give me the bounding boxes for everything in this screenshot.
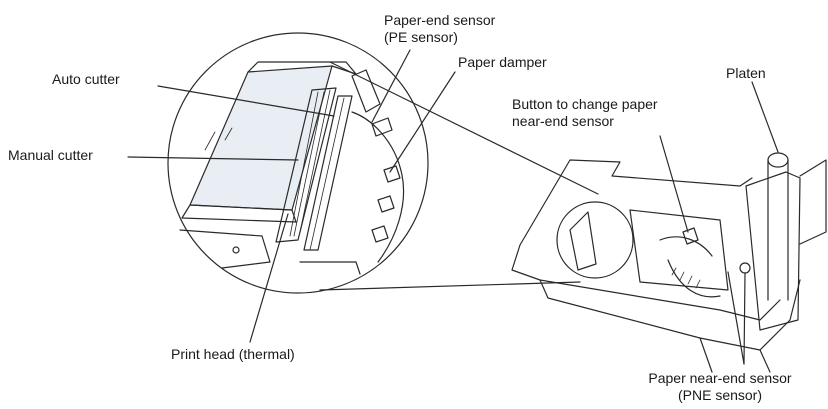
pne-sensor-label-line2: (PNE sensor) (677, 387, 763, 403)
screw-hole (232, 246, 240, 254)
leader-paper-damper (389, 71, 456, 173)
print-head-label: Print head (thermal) (171, 346, 295, 362)
printer-top-edge (519, 159, 753, 246)
leader-change-button (659, 135, 689, 233)
leader-pe-sensor (371, 49, 411, 123)
zoom-line-bottom (319, 281, 581, 291)
pe-sensor-label-line2: (PE sensor) (384, 29, 458, 45)
pe-sensor-label-line1: Paper-end sensor (384, 12, 496, 28)
print-head-edge (309, 97, 345, 251)
platen-frame (745, 171, 801, 331)
pne-sensor-label-line1: Paper near-end sensor (648, 370, 792, 386)
zoom-line-top (329, 61, 599, 195)
pe-sensor-tab (371, 117, 393, 137)
paper-damper-label: Paper damper (458, 54, 547, 70)
gear-arc (667, 259, 721, 298)
auto-cutter-block (275, 87, 337, 243)
pe-sensor-label: Paper-end sensor (PE sensor) (384, 12, 495, 46)
detail-circle-small (556, 201, 634, 279)
manual-cutter-label: Manual cutter (8, 147, 93, 163)
leader-pne-sensor-a (727, 271, 745, 365)
leader-manual-cutter (127, 156, 299, 161)
magnified-detail-view (167, 32, 429, 294)
pne-sensor-knob (739, 262, 751, 274)
platen-cover (799, 159, 827, 245)
printer-bottom-edge (511, 244, 781, 321)
change-button-label-line2: near-end sensor (512, 113, 614, 129)
platen-roller (767, 159, 789, 301)
printer-body (511, 152, 827, 373)
print-head-block (303, 95, 353, 251)
printer-base (539, 279, 801, 351)
change-button-label-line1: Button to change paper (512, 96, 658, 112)
leader-pne-sensor-b (743, 272, 746, 365)
platen-gear (767, 152, 789, 168)
base-right (299, 261, 361, 275)
auto-cutter-label: Auto cutter (52, 71, 120, 87)
glass-reflection (204, 127, 233, 151)
paper-damper-rollers (371, 165, 401, 243)
leader-auto-cutter (157, 85, 335, 117)
cover-frame (181, 204, 297, 223)
leader-platen (751, 81, 779, 153)
paper-guide (659, 236, 713, 257)
platen-label: Platen (726, 65, 766, 81)
magnifier-circle (167, 32, 429, 294)
pne-change-button (682, 227, 699, 245)
pe-sensor-bracket (351, 69, 381, 113)
leader-print-head (249, 213, 289, 343)
small-cutter (569, 211, 597, 271)
gear-teeth (671, 267, 701, 289)
cutter-blade-lines (289, 89, 331, 237)
printer-feet (699, 337, 771, 373)
base-left (179, 229, 271, 269)
pne-sensor-label: Paper near-end sensor (PNE sensor) (620, 370, 820, 404)
paper-compartment (629, 209, 729, 291)
paper-path-curve (351, 111, 405, 263)
change-button-label: Button to change paper near-end sensor (512, 96, 658, 130)
